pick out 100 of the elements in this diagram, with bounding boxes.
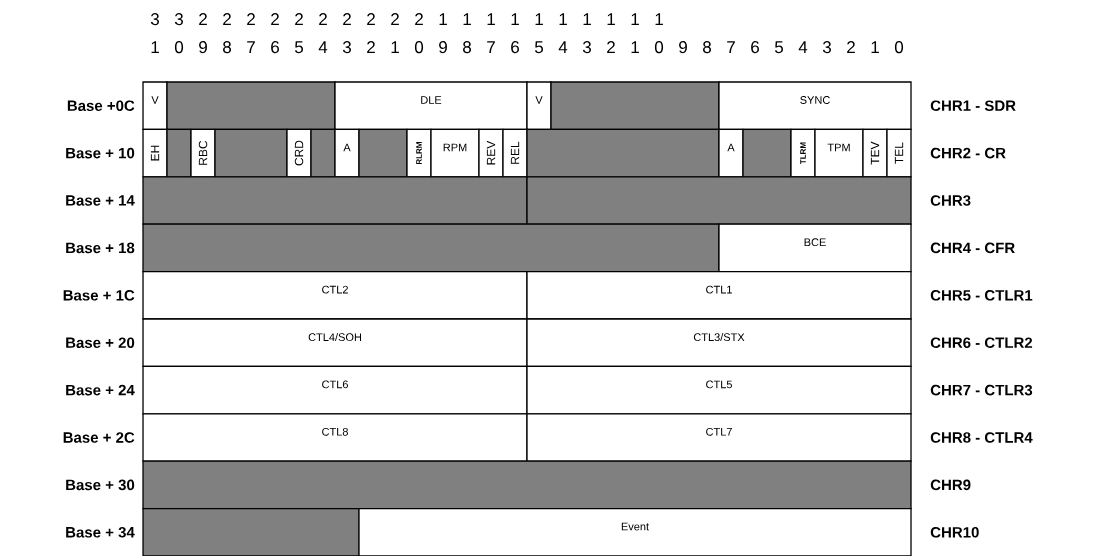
bit-number: 7 [247, 41, 255, 53]
bit-number: 0 [414, 41, 424, 54]
bit-number: 6 [511, 41, 519, 54]
reserved-cell [550, 81, 720, 131]
bit-number: 9 [199, 41, 207, 54]
bit-number: 1 [487, 13, 495, 25]
bit-number: 9 [679, 41, 687, 54]
offset-label: Base + 34 [66, 526, 135, 538]
offset-label: Base + 20 [66, 337, 135, 348]
bit-number: 2 [199, 13, 207, 25]
bit-number: 1 [151, 41, 159, 53]
reserved-cell [358, 128, 408, 178]
bit-number: 8 [703, 41, 711, 54]
field-cell: CTL1 [526, 270, 912, 320]
register-name: CHR1 - SDR [930, 100, 1016, 111]
field-cell: TEL [886, 128, 912, 178]
field-cell: CTL8 [142, 413, 528, 462]
bit-number: 2 [271, 13, 279, 25]
offset-label: Base + 30 [66, 479, 135, 491]
bit-number: 2 [223, 13, 231, 25]
bit-number: 6 [751, 41, 759, 54]
field-cell: TEV [862, 128, 888, 178]
reserved-cell [310, 128, 336, 178]
bit-number: 0 [174, 41, 184, 54]
bit-number: 0 [894, 41, 904, 54]
bit-number: 2 [847, 41, 855, 53]
field-cell: RLRM [406, 128, 432, 178]
field-cell: V [526, 81, 552, 131]
field-cell: CRD [286, 128, 312, 178]
register-name: CHR3 [930, 195, 971, 206]
bit-number: 1 [631, 13, 639, 25]
bit-number: 4 [318, 41, 328, 53]
field-cell: RBC [190, 128, 216, 178]
bit-number: 1 [607, 13, 615, 25]
bit-number: 5 [774, 41, 783, 54]
field-cell: Event [358, 507, 912, 556]
offset-label: Base + 14 [66, 195, 135, 206]
bit-number: 2 [391, 13, 399, 25]
register-name: CHR7 - CTLR3 [930, 384, 1033, 396]
offset-label: Base + 10 [66, 147, 135, 159]
field-cell: TPM [814, 128, 864, 178]
reserved-cell [166, 128, 192, 178]
bit-number: 5 [534, 41, 543, 54]
reserved-cell [142, 507, 360, 556]
reserved-cell [742, 128, 792, 178]
register-name: CHR5 - CTLR1 [930, 290, 1033, 301]
offset-label: Base + 1C [63, 290, 135, 301]
bit-number: 2 [415, 13, 423, 25]
field-cell: REL [502, 128, 528, 178]
bit-number: 8 [223, 41, 231, 54]
bit-number: 2 [343, 13, 351, 25]
register-name: CHR2 - CR [930, 147, 1006, 159]
reserved-cell [214, 128, 288, 178]
bit-number: 1 [655, 13, 663, 25]
bit-number: 3 [342, 41, 351, 54]
bit-number: 1 [391, 41, 399, 53]
offset-label: Base + 24 [66, 384, 135, 396]
bit-number: 5 [294, 41, 303, 54]
field-cell: REV [478, 128, 504, 178]
field-cell: CTL5 [526, 365, 912, 415]
field-cell: BCE [718, 223, 912, 273]
bit-number: 1 [559, 13, 567, 25]
bit-number: 1 [463, 13, 471, 25]
bit-number: 1 [871, 41, 879, 53]
field-cell: CTL7 [526, 413, 912, 462]
bit-number: 2 [295, 13, 303, 25]
bit-number: 1 [511, 13, 519, 25]
register-name: CHR8 - CTLR4 [930, 432, 1033, 443]
bit-number: 3 [822, 41, 831, 54]
field-cell: CTL3/STX [526, 318, 912, 368]
register-name: CHR6 - CTLR2 [930, 337, 1033, 348]
bit-number: 2 [607, 41, 615, 53]
register-name: CHR10 [930, 527, 979, 538]
bit-number: 4 [558, 41, 568, 53]
field-cell: RPM [430, 128, 480, 178]
bit-number: 3 [582, 41, 591, 54]
bit-number: 7 [487, 41, 495, 53]
bit-number: 1 [439, 13, 447, 25]
offset-label: Base + 18 [66, 242, 135, 254]
register-name: CHR9 [930, 479, 971, 491]
offset-label: Base +0C [67, 100, 135, 111]
field-cell: CTL4/SOH [142, 318, 528, 368]
field-cell: A [718, 128, 744, 178]
register-name: CHR4 - CFR [930, 242, 1015, 254]
bit-number: 1 [631, 41, 639, 53]
bit-number: 9 [439, 41, 447, 54]
reserved-cell [526, 128, 720, 178]
bit-number: 1 [583, 13, 591, 25]
bit-number: 2 [247, 13, 255, 25]
bit-number: 8 [463, 41, 471, 54]
bit-number: 2 [367, 13, 375, 25]
field-cell: EH [142, 128, 168, 178]
bit-number: 6 [271, 41, 279, 54]
bit-number: 7 [727, 41, 735, 53]
offset-label: Base + 2C [63, 432, 135, 443]
bit-number: 4 [798, 41, 808, 53]
reserved-cell [142, 223, 720, 273]
field-cell: CTL2 [142, 270, 528, 320]
field-cell: TLRM [790, 128, 816, 178]
bit-number: 2 [367, 41, 375, 53]
